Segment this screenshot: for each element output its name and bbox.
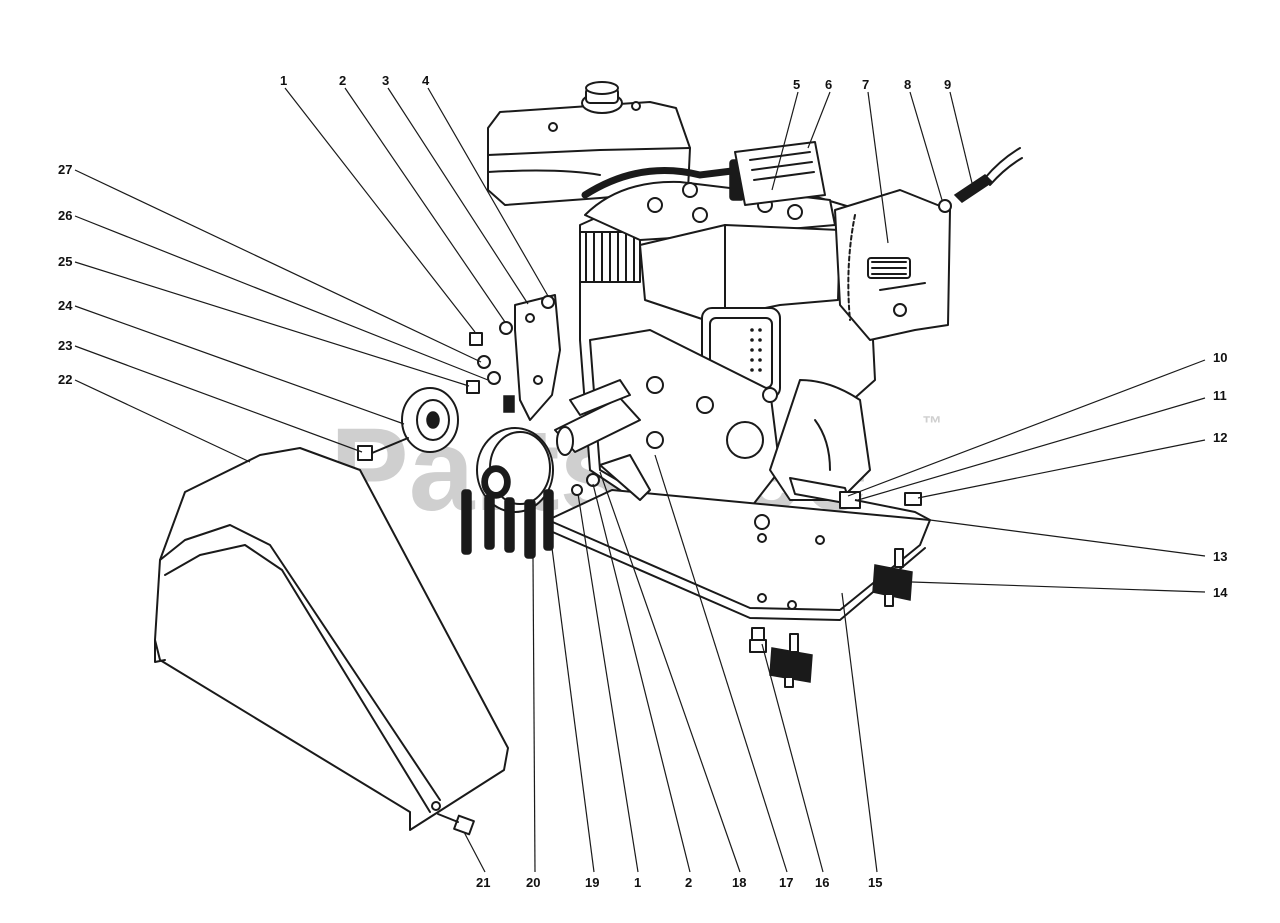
callout-2-top: 2 <box>339 73 346 88</box>
callout-labels: 1 2 3 4 5 6 7 8 9 10 11 12 13 14 15 16 1… <box>58 73 1228 890</box>
callout-13: 13 <box>1213 549 1227 564</box>
watermark-trademark: ™ <box>922 413 942 435</box>
callout-27: 27 <box>58 162 72 177</box>
callout-20: 20 <box>526 875 540 890</box>
callout-25: 25 <box>58 254 72 269</box>
callout-10: 10 <box>1213 350 1227 365</box>
callout-2-bottom: 2 <box>685 875 692 890</box>
callout-7: 7 <box>862 77 869 92</box>
callout-12: 12 <box>1213 430 1227 445</box>
callout-23: 23 <box>58 338 72 353</box>
callout-6: 6 <box>825 77 832 92</box>
callout-11: 11 <box>1213 388 1227 403</box>
pulley-assembly <box>401 387 554 559</box>
label-plate <box>734 141 826 206</box>
callout-4: 4 <box>422 73 430 88</box>
hardware <box>357 147 1023 530</box>
isolator-mounts <box>749 548 913 688</box>
callout-16: 16 <box>815 875 829 890</box>
crankshaft <box>554 379 641 456</box>
blower-housing <box>834 189 951 341</box>
callout-3: 3 <box>382 73 389 88</box>
callout-5: 5 <box>793 77 800 92</box>
callout-9: 9 <box>944 77 951 92</box>
fuel-tank <box>487 81 691 206</box>
leader-lines <box>74 87 1206 873</box>
callout-24: 24 <box>58 298 73 313</box>
bracket <box>514 294 561 421</box>
callout-1-bottom: 1 <box>634 875 641 890</box>
callout-26: 26 <box>58 208 72 223</box>
base-plate <box>547 489 931 621</box>
belt-cover <box>154 447 509 836</box>
callout-8: 8 <box>904 77 911 92</box>
cooling-fins <box>585 231 635 283</box>
callout-21: 21 <box>476 875 490 890</box>
callout-14: 14 <box>1213 585 1228 600</box>
callout-1-top: 1 <box>280 73 287 88</box>
callout-19: 19 <box>585 875 599 890</box>
callout-18: 18 <box>732 875 746 890</box>
callout-15: 15 <box>868 875 882 890</box>
callout-17: 17 <box>779 875 793 890</box>
callout-22: 22 <box>58 372 72 387</box>
